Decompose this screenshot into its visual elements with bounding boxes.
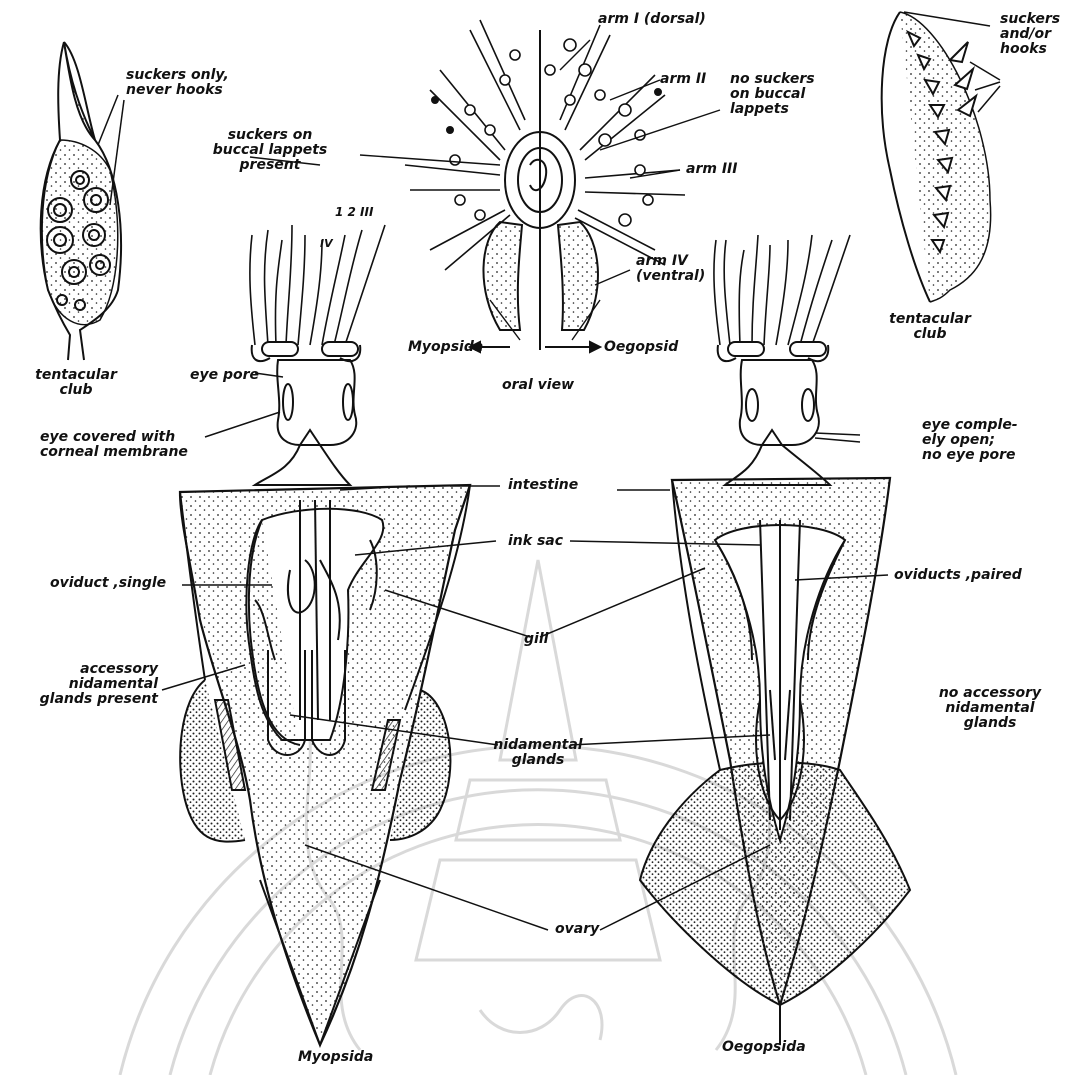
label-gill: gill <box>524 632 548 647</box>
label-oviduct-single: oviduct ,single <box>50 576 166 591</box>
label-accessory-present: accessory nidamental glands present <box>18 662 158 707</box>
label-arm-iii: arm III <box>686 162 737 177</box>
label-tentacular-club-right: tentacular club <box>880 312 980 342</box>
oral-view-figure <box>360 20 720 352</box>
label-eye-covered: eye covered with corneal membrane <box>40 430 188 460</box>
label-intestine: intestine <box>508 478 578 493</box>
label-no-accessory: no accessory nidamental glands <box>920 686 1060 731</box>
label-arm-ii: arm II <box>660 72 706 87</box>
label-oegopsid-arrow: Oegopsid <box>604 340 678 355</box>
oegopsida-squid <box>640 235 910 1045</box>
label-eye-completely-open: eye comple- ely open; no eye pore <box>922 418 1018 463</box>
label-arm-numbers: 1 2 III <box>335 205 373 220</box>
label-no-suckers-buccal: no suckers on buccal lappets <box>730 72 815 117</box>
label-arm-iv: arm IV (ventral) <box>636 254 705 284</box>
label-arm-iv-small: IV <box>320 236 333 251</box>
left-tentacular-club <box>41 42 124 360</box>
right-tentacular-club <box>882 12 1000 302</box>
label-oviducts-paired: oviducts ,paired <box>894 568 1022 583</box>
label-suckers-hooks: suckers and/or hooks <box>1000 12 1060 57</box>
label-suckers-only: suckers only, never hooks <box>126 68 229 98</box>
label-eye-pore: eye pore <box>190 368 259 383</box>
label-ovary: ovary <box>555 922 599 937</box>
label-ink-sac: ink sac <box>508 534 563 549</box>
label-oral-view: oral view <box>502 378 574 393</box>
label-oegopsida-bottom: Oegopsida <box>722 1040 806 1055</box>
label-nidamental: nidamental glands <box>488 738 588 768</box>
label-arm-i: arm I (dorsal) <box>598 12 706 27</box>
label-tentacular-club-left: tentacular club <box>26 368 126 398</box>
label-myopsida-bottom: Myopsida <box>298 1050 373 1065</box>
label-suckers-buccal-present: suckers on buccal lappets present <box>200 128 340 173</box>
label-myopsida-arrow: Myopsida <box>408 340 483 355</box>
